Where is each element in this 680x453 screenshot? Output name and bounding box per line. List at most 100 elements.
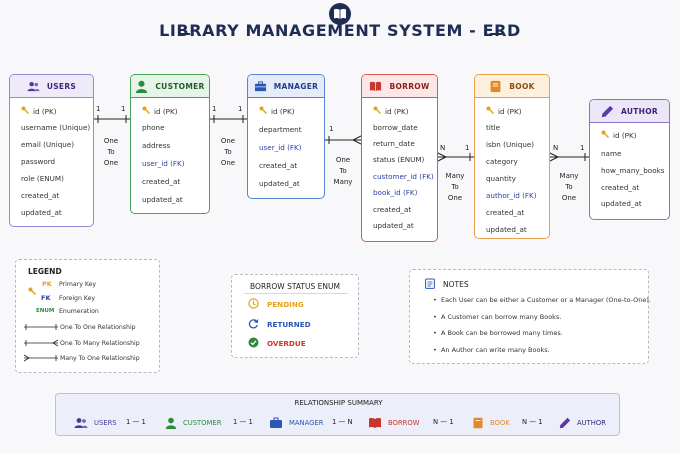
briefcase-icon: [254, 80, 266, 91]
field-row: name: [601, 149, 622, 158]
open-book-icon: [369, 418, 381, 428]
field-row-fk: user_id (FK): [142, 159, 185, 168]
field-row: isbn (Unique): [486, 140, 535, 149]
field-row-fk: customer_id (FK): [373, 172, 434, 181]
field-row: category: [486, 157, 518, 166]
legend-text-pk: Primary Key: [59, 281, 97, 288]
legend-text-one-to-one: One To One Relationship: [60, 324, 136, 331]
legend-code-enum: ENUM: [36, 308, 55, 314]
field-row: updated_at: [142, 195, 183, 204]
field-row: created_at: [601, 183, 640, 192]
users-icon: [27, 81, 40, 91]
field-row: created_at: [259, 161, 298, 170]
rel-5-left-cardinality: N: [553, 144, 559, 152]
note-item: • Each User can be either a Customer or …: [433, 296, 651, 304]
field-row: department: [259, 125, 302, 134]
field-row: username (Unique): [21, 123, 91, 132]
entity-manager[interactable]: MANAGER id (PK) department user_id (FK) …: [247, 74, 325, 199]
rel-5-right-cardinality: 1: [580, 144, 585, 152]
status-returned: RETURNED: [267, 320, 311, 329]
borrow-status-box: BORROW STATUS ENUM PENDING RETURNED OVER…: [231, 274, 359, 358]
legend-text-enum: Enumeration: [59, 308, 99, 315]
legend-code-pk: PK: [42, 280, 52, 288]
entity-book[interactable]: BOOK id (PK) title isbn (Unique) categor…: [474, 74, 550, 239]
summary-cardinality: 1 — 1: [233, 418, 253, 426]
entity-users-name: USERS: [46, 81, 77, 91]
summary-cardinality: 1 — 1: [126, 418, 146, 426]
legend-text-one-to-many: One To Many Relationship: [60, 340, 140, 347]
field-row-fk: user_id (FK): [259, 143, 302, 152]
pen-icon: [601, 105, 614, 117]
relationship-summary: RELATIONSHIP SUMMARY USERS 1 — 1 CUSTOME…: [55, 393, 620, 436]
field-row: updated_at: [259, 179, 300, 188]
pen-icon: [559, 417, 571, 429]
entity-customer[interactable]: CUSTOMER id (PK) phone address user_id (…: [130, 74, 210, 214]
field-row: return_date: [373, 139, 415, 148]
notes-title: NOTES: [443, 280, 469, 289]
key-icon: [259, 106, 267, 116]
rel-1-right-cardinality: 1: [121, 105, 126, 113]
open-book-icon: [370, 81, 382, 91]
field-row: id (PK): [21, 106, 57, 116]
summary-borrow: BORROW: [368, 416, 419, 430]
summary-users: USERS: [74, 416, 117, 430]
summary-book: BOOK: [472, 416, 510, 430]
title-rule-right: [490, 33, 502, 35]
diagram-header: LIBRARY MANAGEMENT SYSTEM - ERD: [0, 0, 680, 52]
field-row: updated_at: [601, 199, 642, 208]
title-rule-left: [178, 33, 190, 35]
field-row: id (PK): [486, 106, 522, 116]
user-icon: [165, 417, 177, 429]
note-item: • A Book can be borrowed many times.: [433, 329, 563, 337]
summary-customer: CUSTOMER: [165, 416, 221, 430]
entity-borrow[interactable]: BORROW id (PK) borrow_date return_date s…: [361, 74, 438, 242]
open-book-icon: [329, 3, 351, 25]
field-row: password: [21, 157, 56, 166]
borrow-status-title: BORROW STATUS ENUM: [250, 282, 340, 291]
entity-author-name: AUTHOR: [620, 106, 658, 116]
summary-author: AUTHOR: [559, 416, 606, 430]
field-row: quantity: [486, 174, 516, 183]
note-item: • An Author can write many Books.: [433, 346, 550, 354]
field-row: created_at: [142, 177, 181, 186]
summary-cardinality: 1 — N: [332, 418, 353, 426]
refresh-icon: [248, 319, 259, 329]
entity-users[interactable]: USERS id (PK) username (Unique) email (U…: [9, 74, 94, 227]
field-row: email (Unique): [21, 140, 75, 149]
entity-borrow-name: BORROW: [389, 81, 430, 91]
entity-manager-name: MANAGER: [273, 81, 319, 91]
key-icon: [28, 280, 36, 299]
field-row: updated_at: [373, 221, 414, 230]
field-row: title: [486, 123, 501, 132]
rel-1-left-cardinality: 1: [96, 105, 101, 113]
field-row: updated_at: [21, 208, 62, 217]
key-icon: [142, 106, 150, 116]
divider: [244, 293, 348, 294]
summary-cardinality: N — 1: [522, 418, 543, 426]
entity-manager-header: MANAGER: [248, 75, 324, 98]
legend-title: LEGEND: [28, 267, 62, 276]
status-overdue: OVERDUE: [267, 339, 306, 348]
rel-4-left-cardinality: N: [440, 144, 446, 152]
field-row: borrow_date: [373, 123, 418, 132]
field-row: address: [142, 141, 171, 150]
field-row-fk: author_id (FK): [486, 191, 537, 200]
key-icon: [21, 106, 29, 116]
clock-icon: [248, 298, 259, 309]
page-title: LIBRARY MANAGEMENT SYSTEM - ERD: [159, 21, 521, 40]
summary-manager: MANAGER: [269, 416, 323, 430]
key-icon: [373, 106, 381, 116]
field-row: id (PK): [601, 130, 637, 140]
field-row: role (ENUM): [21, 174, 64, 183]
field-row: created_at: [373, 205, 412, 214]
field-row: id (PK): [259, 106, 295, 116]
entity-author[interactable]: AUTHOR id (PK) name how_many_books creat…: [589, 99, 670, 220]
summary-cardinality: N — 1: [433, 418, 454, 426]
briefcase-icon: [270, 417, 282, 428]
user-icon: [136, 80, 148, 93]
